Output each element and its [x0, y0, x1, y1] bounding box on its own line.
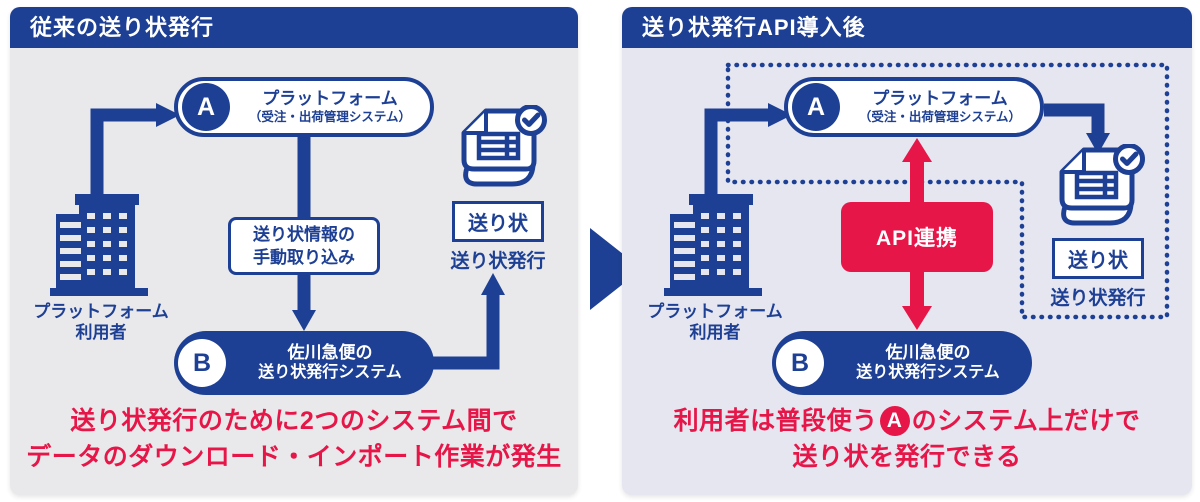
sagawa-system-pill: B 佐川急便の 送り状発行システム — [772, 331, 1032, 395]
sagawa-system-line2: 送り状発行システム — [856, 364, 1000, 381]
sagawa-system-line2: 送り状発行システム — [258, 364, 402, 381]
api-link-box: API連携 — [841, 202, 993, 272]
building-icon — [664, 186, 762, 296]
badge-a: A — [792, 83, 840, 131]
building-icon — [50, 186, 148, 296]
transition-arrow-icon — [590, 228, 642, 310]
invoice-issue-label: 送り状発行 — [450, 251, 546, 272]
sagawa-system-line1: 佐川急便の — [287, 343, 373, 362]
invoice-document-icon — [461, 105, 547, 187]
caption-badge-a: A — [879, 406, 910, 436]
platform-system-sub: （受注・出荷管理システム） — [858, 110, 1022, 124]
platform-system-pill: A プラットフォーム （受注・出荷管理システム） — [174, 77, 434, 137]
platform-system-name: プラットフォーム — [262, 89, 398, 108]
badge-b: B — [178, 339, 226, 387]
badge-b: B — [776, 339, 824, 387]
panel-after-title: 送り状発行API導入後 — [622, 7, 1192, 48]
sagawa-system-line1: 佐川急便の — [885, 343, 971, 362]
panel-after: 送り状発行API導入後 — [622, 7, 1192, 495]
panel-before: 従来の送り状発行 — [10, 7, 578, 495]
platform-system-sub: （受注・出荷管理システム） — [248, 110, 412, 124]
platform-user-label: プラットフォーム 利用者 — [647, 302, 783, 342]
before-caption: 送り状発行のために2つのシステム間で データのダウンロード・インポート作業が発生 — [26, 407, 562, 471]
manual-import-box: 送り状情報の 手動取り込み — [228, 217, 380, 275]
platform-user-label: プラットフォーム 利用者 — [33, 302, 169, 342]
invoice-label-box: 送り状 — [452, 201, 544, 242]
panel-before-title: 従来の送り状発行 — [10, 7, 578, 48]
invoice-issue-label: 送り状発行 — [1050, 288, 1146, 309]
sagawa-system-pill: B 佐川急便の 送り状発行システム — [174, 331, 434, 395]
platform-system-name: プラットフォーム — [872, 89, 1008, 108]
badge-a: A — [182, 83, 230, 131]
platform-system-pill: A プラットフォーム （受注・出荷管理システム） — [784, 77, 1044, 137]
invoice-document-icon — [1059, 144, 1145, 226]
invoice-label-box: 送り状 — [1052, 238, 1144, 279]
